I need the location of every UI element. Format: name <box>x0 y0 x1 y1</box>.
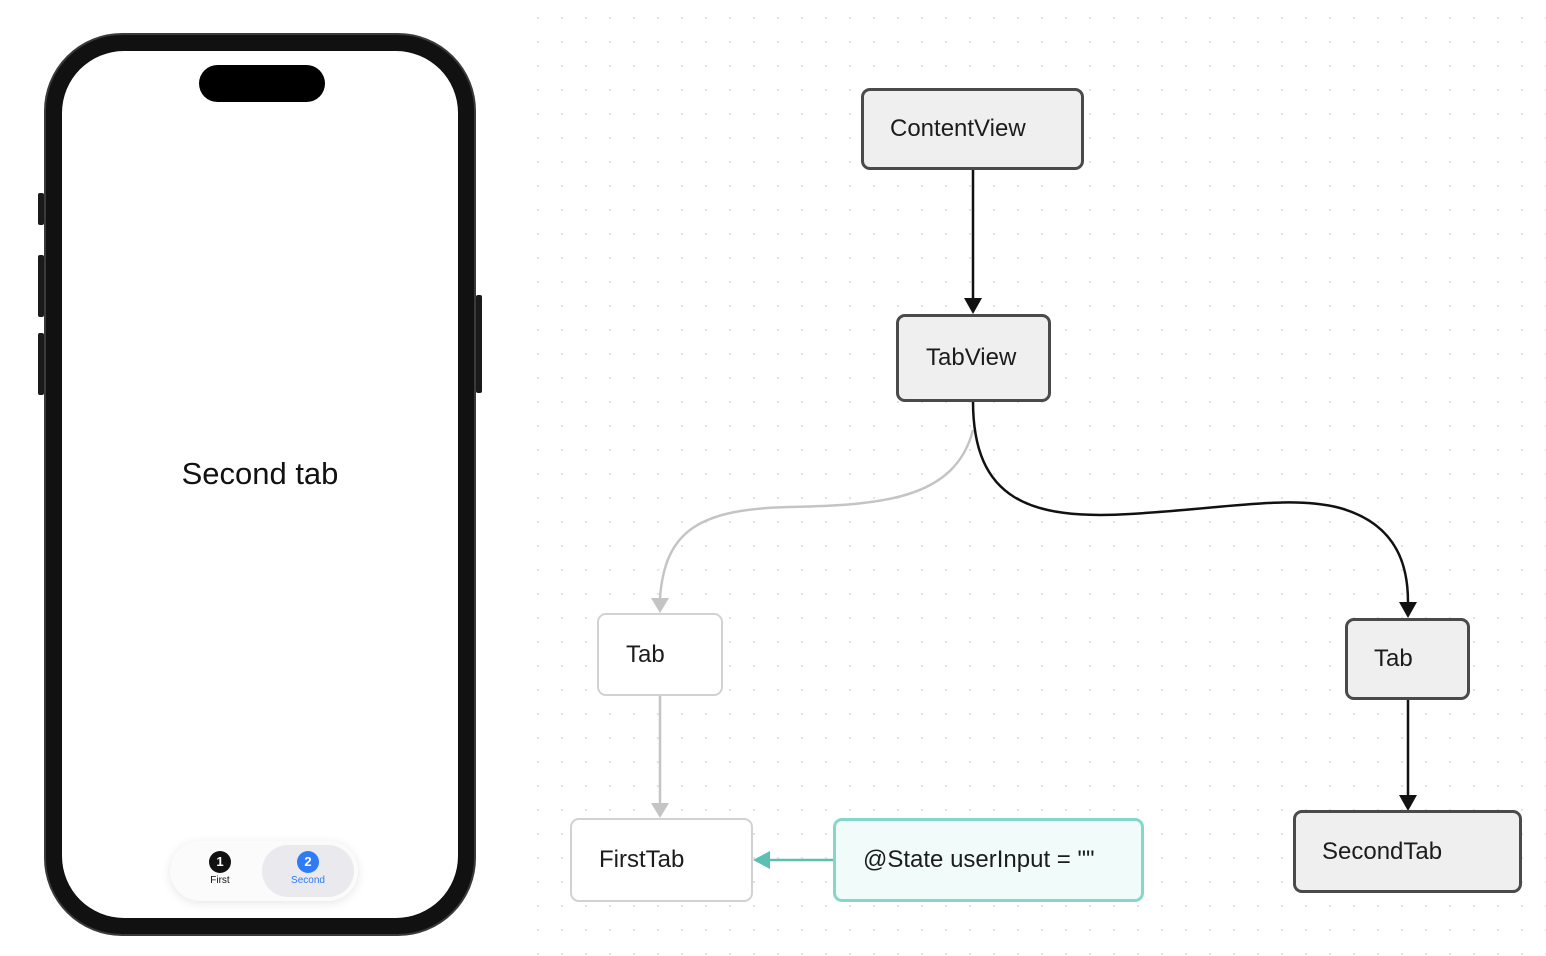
arrowhead-tab-left <box>651 598 669 613</box>
edge-tabview-tab-right <box>971 400 1410 603</box>
tab-second-label: Second <box>291 875 325 886</box>
tab-first-label: First <box>210 875 230 886</box>
node-firsttab[interactable]: FirstTab <box>570 818 753 902</box>
node-tab-right[interactable]: Tab <box>1345 618 1470 700</box>
dynamic-island <box>199 65 325 102</box>
node-tab-left-label: Tab <box>626 640 665 668</box>
number-1-icon: 1 <box>209 851 231 873</box>
node-firsttab-label: FirstTab <box>599 846 685 873</box>
node-tab-right-label: Tab <box>1374 645 1413 672</box>
node-contentview-label: ContentView <box>890 115 1026 142</box>
volume-down-button <box>38 333 44 395</box>
arrowhead-firsttab <box>651 803 669 818</box>
edge-tabview-tab-left <box>658 429 975 599</box>
phone-mockup: Second tab 1 First 2 Second <box>38 33 482 936</box>
node-state-userinput[interactable]: @State userInput = "" <box>833 818 1144 902</box>
action-button <box>38 193 44 225</box>
node-secondtab-label: SecondTab <box>1322 837 1443 865</box>
node-contentview[interactable]: ContentView <box>861 88 1084 170</box>
arrowhead-tabview <box>964 298 982 314</box>
phone-screen: Second tab 1 First 2 Second <box>62 51 458 918</box>
arrowhead-state <box>753 851 770 869</box>
power-button <box>476 295 482 393</box>
screen-title: Second tab <box>181 456 339 491</box>
arrowhead-tab-right <box>1399 602 1417 618</box>
volume-up-button <box>38 255 44 317</box>
node-state-label: @State userInput = "" <box>863 846 1095 873</box>
arrowhead-secondtab <box>1399 795 1417 811</box>
node-tabview-label: TabView <box>926 344 1017 371</box>
node-secondtab[interactable]: SecondTab <box>1293 810 1522 893</box>
tab-first[interactable]: 1 First <box>174 845 266 897</box>
node-tabview[interactable]: TabView <box>896 314 1051 402</box>
tab-bar: 1 First 2 Second <box>170 841 358 901</box>
number-2-icon: 2 <box>297 851 319 873</box>
node-tab-left[interactable]: Tab <box>597 613 723 696</box>
tab-second[interactable]: 2 Second <box>262 845 354 897</box>
